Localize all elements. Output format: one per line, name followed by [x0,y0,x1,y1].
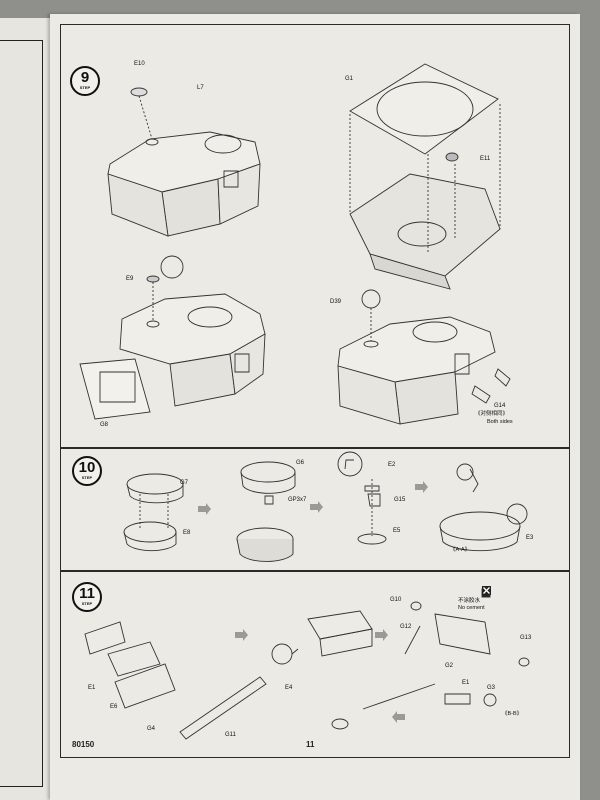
part-label: GP3x7 [288,497,307,503]
part-label: G3 [487,685,496,691]
note-both-sides-cn: 《对侧相同》 [475,411,509,417]
part-label: E6 [110,704,118,710]
step-number: 9 [80,69,90,86]
step-9-badge: 9 STEP [70,66,100,96]
flow-arrows [198,481,428,723]
part-label: G4 [147,726,156,732]
assembly-drawings [50,14,580,800]
no-cement-icon [482,586,491,595]
step-label: STEP [81,475,93,480]
part-label: D39 [330,299,342,305]
part-label: E2 [388,462,396,468]
part-label: G7 [180,480,189,486]
note-section-bb: 《B-B》 [502,711,523,717]
page-frame [60,24,570,758]
part-label: E11 [480,156,491,162]
turret-e9-g8-drawing [80,256,265,419]
previous-page-border [0,40,43,787]
note-no-cement-cn: 不涂胶水 [458,598,481,604]
part-label: L7 [197,85,204,91]
step-label: STEP [79,85,91,90]
step-10-badge: 10 STEP [72,456,102,486]
part-label: G15 [394,497,406,503]
part-label: G8 [100,422,109,428]
part-label: E8 [183,530,191,536]
part-label: E9 [126,276,134,282]
part-label: G10 [390,597,402,603]
part-label: E1 [88,685,96,691]
part-label: G1 [345,76,354,82]
note-no-cement: No cement [458,605,485,611]
section-divider-9-10 [61,447,569,449]
note-both-sides: Both sides [487,419,513,425]
page-number: 11 [306,740,315,749]
part-label: E5 [393,528,401,534]
step-number: 11 [79,585,95,602]
step-11-badge: 11 STEP [72,582,102,612]
part-label: E1 [462,680,470,686]
section-divider-10-11 [61,570,569,572]
part-label: G2 [445,663,454,669]
instruction-page: 9 STEP 10 STEP 11 STEP E10 L7 G1 E11 E9 … [50,14,580,800]
part-label: E4 [285,685,293,691]
part-label: G13 [520,635,532,641]
step10-drawings [124,452,527,561]
turret-g1-drawing [350,64,500,289]
part-label: G12 [400,624,412,630]
previous-page-edge [0,18,53,800]
part-label: G14 [494,403,506,409]
step-number: 10 [78,459,96,476]
part-label: G11 [225,732,236,738]
turret-l7-drawing [108,88,260,236]
part-label: G6 [296,460,305,466]
note-section-aa: 《A-A》 [450,547,471,553]
part-label: E10 [134,61,145,67]
step-label: STEP [81,601,93,606]
turret-d39-g14-drawing [338,290,510,424]
product-code: 80150 [72,740,95,749]
part-label: E3 [526,535,534,541]
